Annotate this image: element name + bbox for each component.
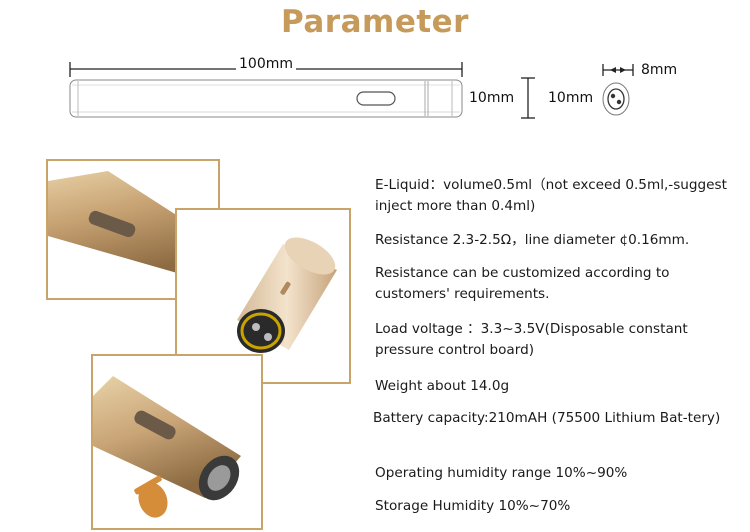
pen-tip-window (88, 210, 136, 238)
diameter-label: 8mm (641, 62, 678, 78)
diameter-arrow-left (610, 67, 616, 73)
pen-cap-off-pin (134, 475, 162, 495)
spec-resistance: Resistance 2.3-2.5Ω，line diameter ¢0.16m… (375, 232, 690, 248)
spec-load-voltage: Load voltage ：3.3~3.5V(Disposable consta… (375, 321, 688, 358)
pen-cap-off-window (134, 410, 176, 440)
pen-cap-off-image (93, 376, 241, 518)
spec-weight: Weight about 14.0g (375, 378, 510, 394)
spec-operating-humidity: Operating humidity range 10%~90% (375, 465, 628, 481)
spec-e-liquid: E-Liquid：volume0.5ml（not exceed 0.5ml,-s… (375, 177, 727, 214)
pen-end-ring (240, 312, 282, 350)
pen-drawing (69, 62, 634, 119)
pen-end-face (237, 309, 285, 353)
diameter-arrow-right (620, 67, 626, 73)
pen-end-hole-2 (264, 333, 272, 341)
pen-end-slot (280, 281, 291, 295)
photo-pen-end (175, 208, 351, 384)
pen-end-top (284, 237, 336, 275)
pen-end-image (237, 237, 337, 353)
end-view-hole-1 (610, 93, 616, 99)
pen-cap-off-cap (138, 482, 168, 518)
page-title: Parameter (281, 4, 469, 40)
side-height-label: 10mm (469, 90, 515, 106)
length-label: 100mm (236, 56, 296, 72)
spec-storage-humidity: Storage Humidity 10%~70% (375, 498, 571, 514)
pen-window-slot (356, 91, 396, 106)
end-view-inner (607, 88, 625, 110)
end-height-label: 10mm (548, 90, 594, 106)
pen-body-outline (69, 79, 463, 118)
photo-pen-cap-off (91, 354, 263, 530)
pen-cap-off-end-core (207, 465, 231, 491)
pen-end-hole-1 (252, 323, 260, 331)
spec-resistance-custom: Resistance can be customized according t… (375, 265, 670, 302)
end-view-hole-2 (616, 99, 622, 105)
spec-battery-capacity: Battery capacity:210mAH (75500 Lithium B… (373, 410, 721, 426)
